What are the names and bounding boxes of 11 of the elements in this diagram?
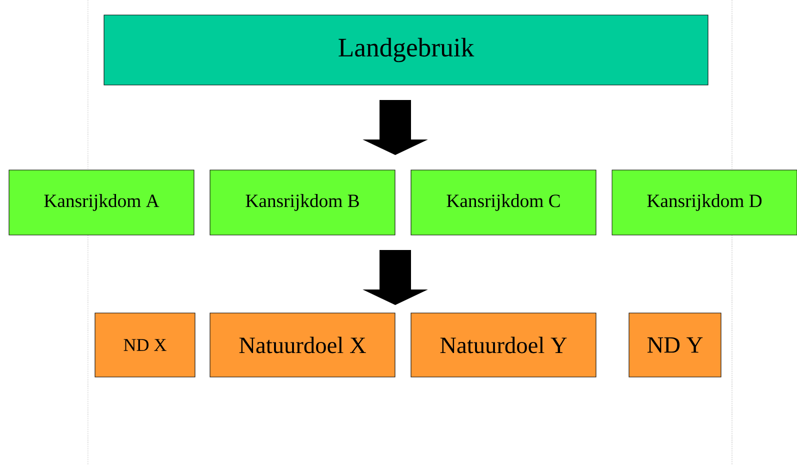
block-arrow (362, 250, 428, 306)
box: ND Y (628, 312, 722, 378)
block-arrow (362, 100, 428, 156)
box: Kansrijkdom C (410, 170, 596, 236)
box: ND X (94, 312, 196, 378)
box: Kansrijkdom B (210, 170, 396, 236)
box: Kansrijkdom A (8, 170, 194, 236)
box: Natuurdoel X (210, 312, 396, 378)
box: Natuurdoel Y (410, 312, 596, 378)
box: Kansrijkdom D (612, 170, 797, 236)
box: Landgebruik (104, 14, 708, 86)
